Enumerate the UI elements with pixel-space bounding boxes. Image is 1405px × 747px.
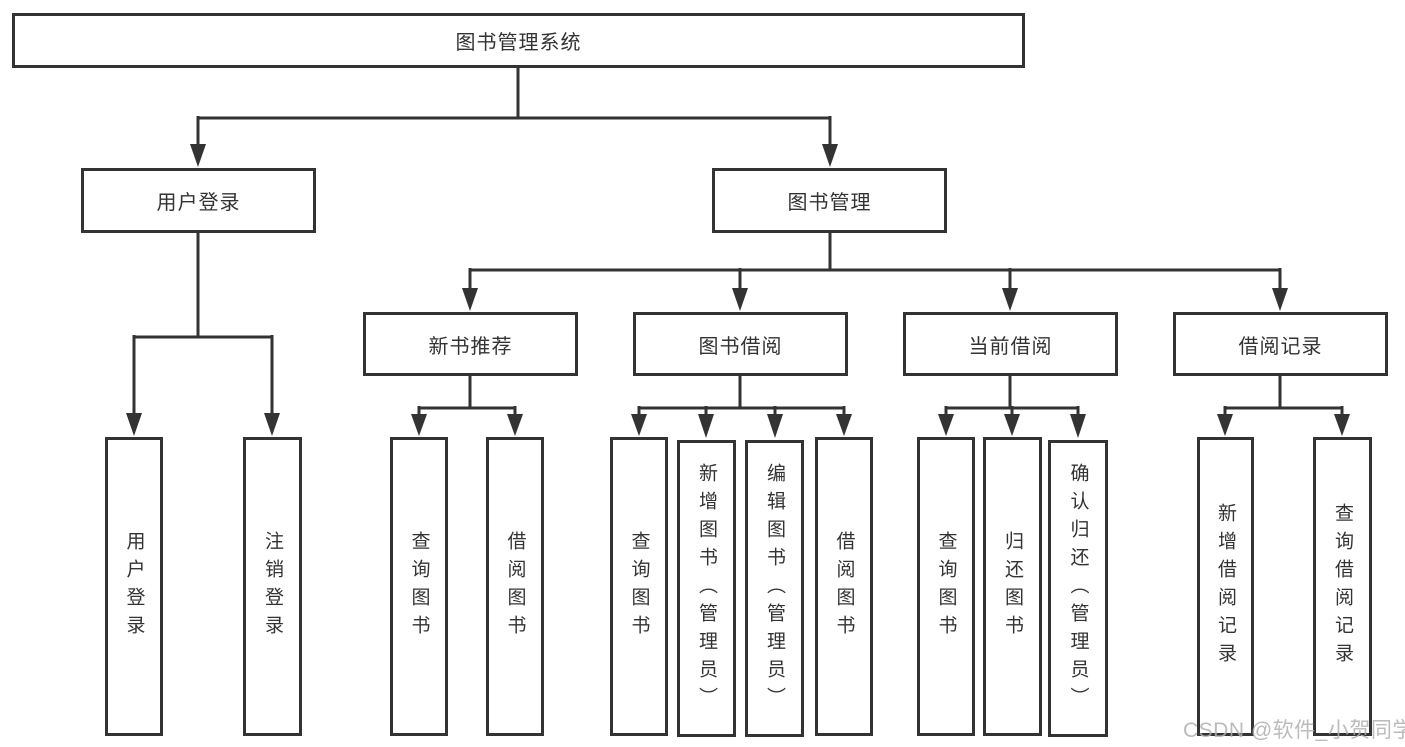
node-book-borrow: 图书借阅 [633,312,848,376]
node-user-login: 用户登录 [81,168,316,233]
leaf-bb-add-book-admin: 新增图书（管理员） [677,440,736,737]
node-book-management: 图书管理 [712,168,947,233]
node-new-book-recommend: 新书推荐 [363,312,578,376]
node-library-management-system: 图书管理系统 [12,13,1025,68]
leaf-br-add-record: 新增借阅记录 [1197,437,1254,736]
leaf-nbr-query-books: 查询图书 [390,437,448,736]
connector-root-to-level2 [190,68,838,167]
connector-new-book-recommend-to-leaves [411,376,523,436]
connector-book-management-to-level3 [462,233,1288,311]
connector-book-borrow-to-leaves [631,376,852,438]
leaf-bb-query-books: 查询图书 [610,437,668,736]
leaf-nbr-borrow-books: 借阅图书 [486,437,544,736]
node-borrow-records: 借阅记录 [1173,312,1388,376]
connector-current-borrow-to-leaves [938,376,1086,438]
connector-user-login-to-leaves [126,233,280,436]
node-current-borrow: 当前借阅 [903,312,1118,376]
leaf-cb-confirm-return-admin: 确认归还（管理员） [1048,440,1108,737]
leaf-cb-query-books: 查询图书 [917,437,975,736]
leaf-user-login: 用户登录 [105,437,163,736]
csdn-watermark: CSDN @软件_小贺同学 [1183,719,1405,742]
leaf-bb-borrow-books: 借阅图书 [815,437,873,736]
leaf-bb-edit-book-admin: 编辑图书（管理员） [745,440,804,737]
leaf-logout: 注销登录 [243,437,302,736]
leaf-cb-return-books: 归还图书 [983,437,1042,736]
leaf-br-query-record: 查询借阅记录 [1313,437,1372,736]
connector-borrow-records-to-leaves [1217,376,1350,436]
